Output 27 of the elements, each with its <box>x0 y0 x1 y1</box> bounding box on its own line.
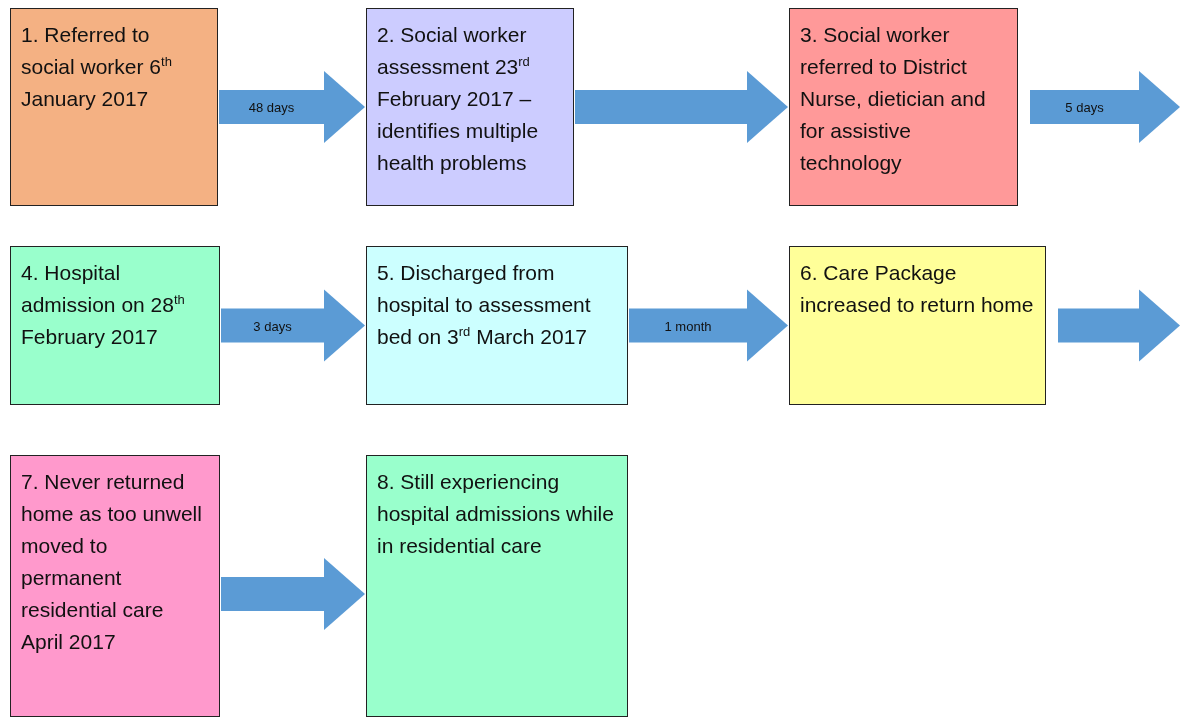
process-box <box>366 246 628 405</box>
process-box <box>10 455 220 717</box>
step-text: 3. Social worker referred to District Nurse, dietician and for assistive technology <box>800 22 987 176</box>
step-text: 7. Never returned home as too unwell moved to permanent residential care April 2017 <box>21 469 203 655</box>
process-box <box>10 8 218 206</box>
step-text: 6. Care Package increased to return home <box>800 260 1035 318</box>
edge-label: 3 days <box>253 318 292 333</box>
block-arrow <box>575 71 788 143</box>
process-box <box>789 246 1046 405</box>
block-arrow <box>219 71 365 143</box>
process-box <box>10 246 220 405</box>
block-arrow <box>1030 71 1180 143</box>
block-arrow <box>1058 289 1180 362</box>
process-box <box>366 8 574 206</box>
block-arrow <box>221 558 365 630</box>
step-text: 8. Still experiencing hospital admissions while in residential care <box>377 469 615 559</box>
step-text: 2. Social worker assessment 23$^{rd}$ February 2017 – identifies multiple health problems <box>377 22 540 176</box>
edge-label: 48 days <box>248 99 295 115</box>
block-arrow <box>221 289 365 362</box>
step-text: 1. Referred to social worker 6$^{th}$ January 2017 <box>21 22 173 112</box>
process-box <box>366 455 628 717</box>
step-text: 4. Hospital admission on 28$^{th}$ February 2017 <box>21 260 186 350</box>
edge-label: 5 days <box>1065 99 1104 115</box>
process-box <box>789 8 1018 206</box>
step-text: 5. Discharged from hospital to assessment bed on 3$^{rd}$ March 2017 <box>377 260 592 350</box>
edge-label: 1 month <box>664 318 712 333</box>
block-arrow <box>629 289 788 362</box>
